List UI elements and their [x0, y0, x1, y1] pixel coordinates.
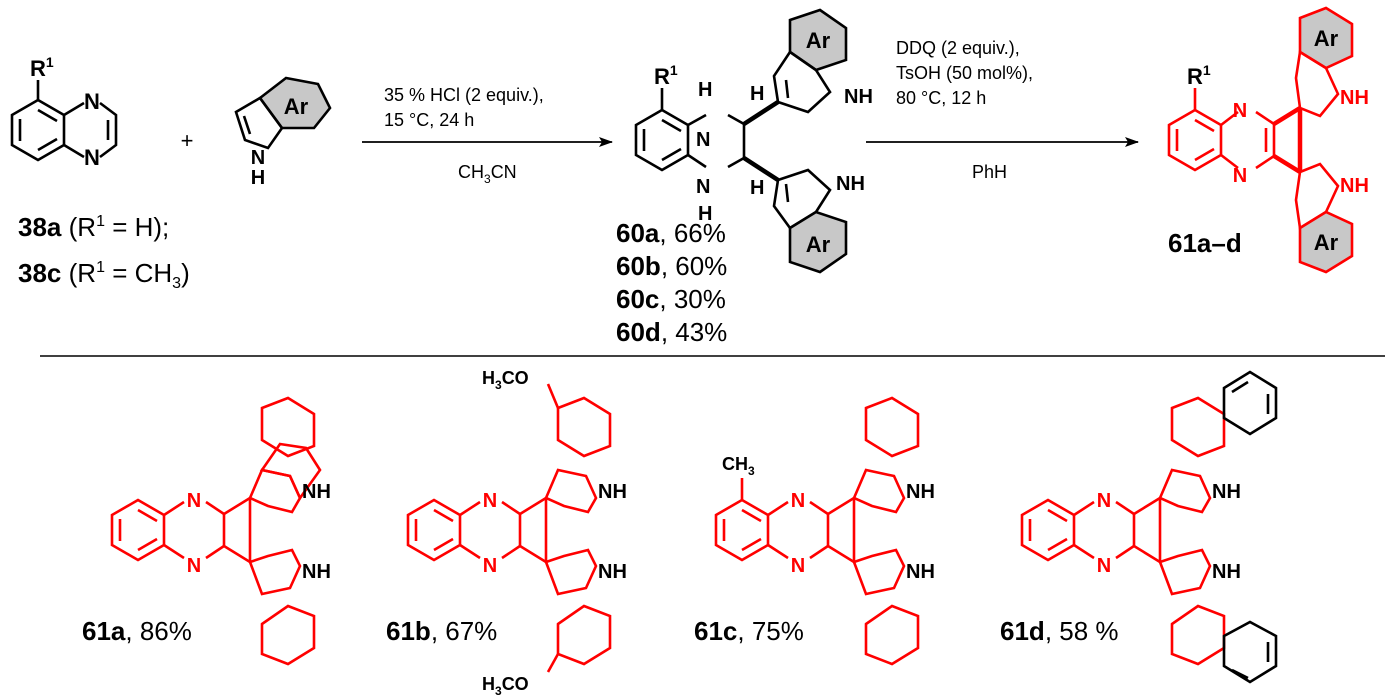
product-lower-indole — [1294, 162, 1354, 274]
61a-n1: N — [187, 490, 201, 512]
product-upper-indole — [1294, 6, 1354, 118]
61c-methyl: CH3 — [722, 454, 755, 478]
61d-nh1: NH — [1212, 481, 1241, 503]
product-lower-ar: Ar — [1314, 230, 1339, 255]
61c-nh1: NH — [906, 481, 935, 503]
structure-61a — [110, 396, 322, 666]
quinoxaline-structure — [10, 80, 118, 162]
intermediate-upper-nh: NH — [844, 86, 873, 108]
product-lower-nh: NH — [1340, 175, 1369, 197]
61c-nh2: NH — [906, 561, 935, 583]
intermediate-n-bottom: N — [696, 176, 710, 198]
label-38a: 38a (R1 = H); — [18, 212, 169, 242]
61d-n1: N — [1097, 490, 1111, 512]
61a-nh1: NH — [302, 481, 331, 503]
step2-solvent: PhH — [972, 162, 1007, 182]
intermediate-lower-indole — [772, 168, 848, 274]
61b-nh1: NH — [598, 481, 627, 503]
structure-61c — [714, 396, 920, 666]
intermediate-lower-nh: NH — [836, 173, 865, 195]
61b-nh2: NH — [598, 561, 627, 583]
61c-n1: N — [791, 490, 805, 512]
indole-n: N — [251, 147, 265, 169]
step1-conditions-line2: 15 °C, 24 h — [384, 110, 474, 130]
61a-n2: N — [187, 555, 201, 577]
indole-h: H — [251, 167, 265, 189]
label-38c: 38c (R1 = CH3) — [18, 258, 190, 292]
61b-n2: N — [483, 555, 497, 577]
intermediate-r1-label: R1 — [654, 62, 678, 89]
61b-methoxy-bottom: H3CO — [482, 674, 529, 698]
step2-conditions-line1: DDQ (2 equiv.), — [896, 38, 1020, 58]
step2-conditions-line3: 80 °C, 12 h — [896, 88, 986, 108]
product-r1-label: R1 — [1187, 62, 1211, 89]
indole-structure — [234, 76, 332, 150]
intermediate-lower-ar: Ar — [806, 232, 831, 257]
yield-61b: 61b, 67% — [386, 616, 497, 646]
intermediate-n-top: N — [696, 129, 710, 151]
quinoxaline-n2: N — [84, 145, 100, 170]
yield-60d: 60d, 43% — [616, 317, 727, 347]
intermediate-h-bottom: H — [698, 203, 712, 225]
product-n1: N — [1233, 100, 1247, 122]
product-upper-ar: Ar — [1314, 26, 1339, 51]
product-structure — [1167, 88, 1303, 174]
plus-sign: + — [181, 128, 194, 153]
step1-conditions-line1: 35 % HCl (2 equiv.), — [384, 85, 544, 105]
product-n2: N — [1233, 165, 1247, 187]
yield-61c: 61c, 75% — [694, 616, 804, 646]
intermediate-ch-bottom: H — [750, 177, 764, 199]
intermediate-upper-indole — [772, 8, 848, 114]
step2-conditions-line2: TsOH (50 mol%), — [896, 63, 1033, 83]
61b-n1: N — [483, 490, 497, 512]
structure-61d-naphtho-rings — [1222, 370, 1278, 684]
product-label: 61a–d — [1168, 228, 1242, 258]
61a-nh2: NH — [302, 561, 331, 583]
intermediate-upper-ar: Ar — [806, 28, 831, 53]
intermediate-h-top: H — [698, 79, 712, 101]
61d-nh2: NH — [1212, 561, 1241, 583]
step1-solvent: CH3CN — [458, 162, 517, 186]
quinoxaline-r1-label: R1 — [30, 54, 54, 81]
quinoxaline-n1: N — [84, 89, 100, 114]
yield-61d: 61d, 58 % — [1000, 616, 1119, 646]
structure-61b — [406, 383, 612, 673]
yield-60a: 60a, 66% — [616, 218, 726, 248]
yield-60b: 60b, 60% — [616, 251, 727, 281]
intermediate-structure — [634, 88, 780, 182]
61c-n2: N — [791, 555, 805, 577]
intermediate-ch-top: H — [750, 83, 764, 105]
yield-60c: 60c, 30% — [616, 284, 726, 314]
product-upper-nh: NH — [1340, 87, 1369, 109]
61d-n2: N — [1097, 555, 1111, 577]
61b-methoxy-top: H3CO — [482, 368, 529, 392]
indole-ar-label: Ar — [284, 94, 309, 119]
yield-61a: 61a, 86% — [82, 616, 192, 646]
